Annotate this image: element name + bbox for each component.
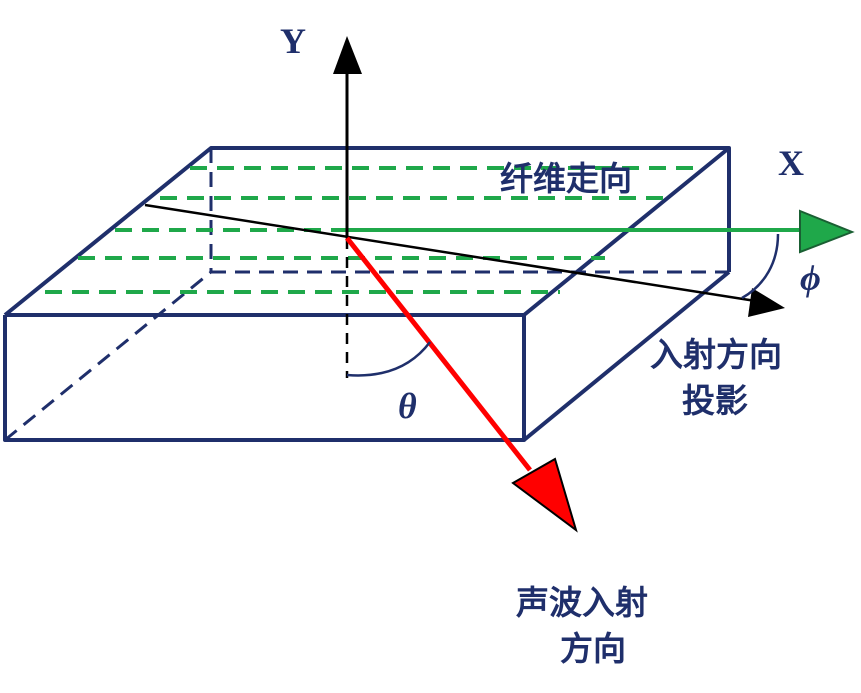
box-front-face <box>3 315 526 442</box>
angle-arcs <box>346 233 780 377</box>
x-axis-label: X <box>778 143 804 183</box>
phi-arc <box>741 233 780 300</box>
fiber-lines <box>45 166 700 294</box>
projection-label-line1: 入射方向 <box>650 335 782 374</box>
y-axis-label: Y <box>280 21 306 61</box>
incident-label-line1: 声波入射 <box>516 583 648 622</box>
incident-arrowhead <box>511 457 578 533</box>
box-bottom-right-edge <box>522 270 731 442</box>
y-axis <box>333 36 362 378</box>
incident-line <box>345 236 532 472</box>
projection-line <box>144 203 763 304</box>
box-solid-edges <box>3 146 731 442</box>
phi-label: ϕ <box>800 258 821 298</box>
projection-arrowhead <box>748 288 785 317</box>
box-hidden-edges <box>4 148 729 442</box>
hidden-left-bottom-edge <box>4 270 212 442</box>
theta-label: θ <box>398 386 417 426</box>
projection-label-line2: 投影 <box>682 381 748 420</box>
y-axis-arrowhead <box>333 36 362 74</box>
fiber-direction-label: 纤维走向 <box>500 159 632 198</box>
incident-direction <box>345 236 578 533</box>
projection-axis <box>144 203 785 317</box>
x-axis <box>345 209 855 254</box>
x-axis-arrowhead <box>799 209 855 254</box>
incident-label-line2: 方向 <box>560 629 626 668</box>
theta-arc <box>346 341 431 377</box>
